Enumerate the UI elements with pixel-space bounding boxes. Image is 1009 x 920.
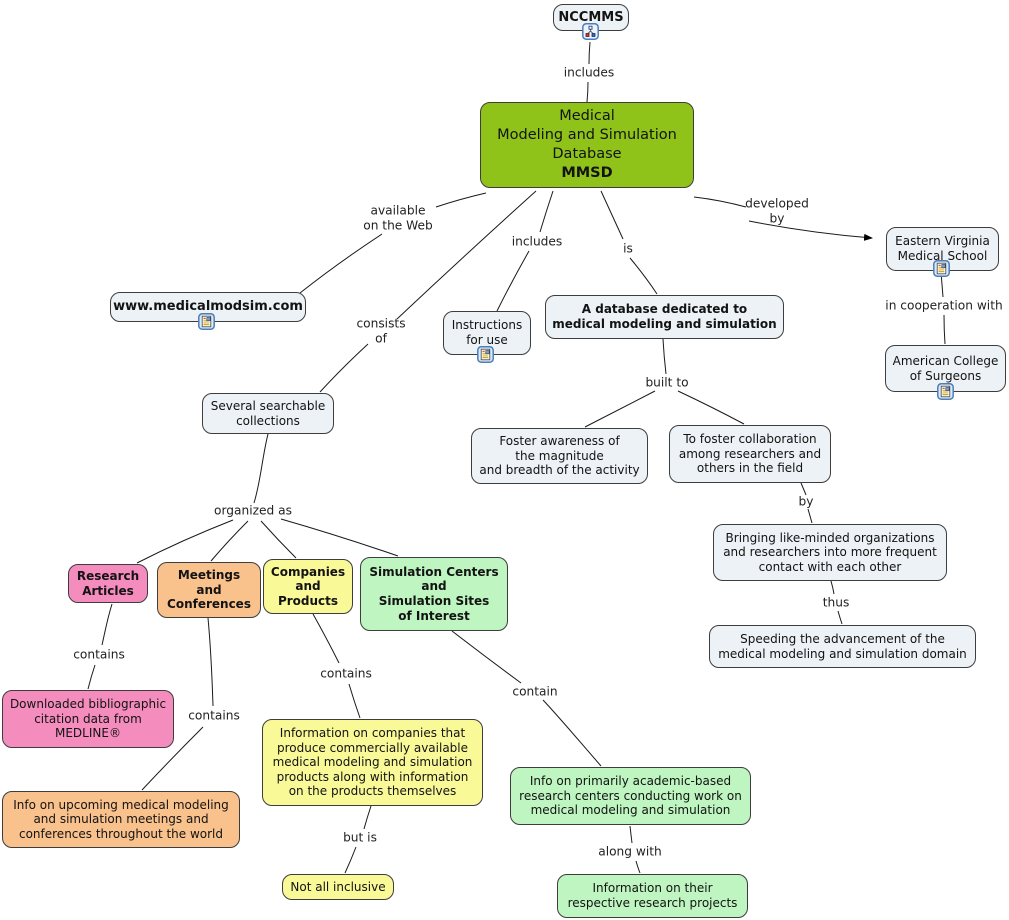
concept-mmsd-title: Medical Modeling and Simulation Database: [497, 107, 677, 162]
link-includes-mid[interactable]: includes: [511, 234, 563, 249]
edge-organized-meetings: [210, 520, 249, 562]
concept-collections[interactable]: Several searchable collections: [202, 393, 334, 434]
concept-mmsd[interactable]: Medical Modeling and Simulation Database…: [480, 102, 694, 188]
concept-companies-info[interactable]: Information on companies that produce co…: [262, 719, 483, 806]
edge-dbdedicated-builtto: [662, 338, 667, 375]
concept-medline[interactable]: Downloaded bibliographic citation data f…: [2, 690, 174, 748]
edge-meetings-contains: [207, 617, 214, 707]
edge-builtto-collaboration: [677, 390, 745, 425]
edge-bringing-thus: [830, 580, 835, 595]
concept-meetings[interactable]: Meetings and Conferences: [157, 562, 261, 618]
document-resource-icon[interactable]: [933, 260, 950, 277]
document-resource-icon[interactable]: [198, 313, 215, 330]
edge-mmsd-includes2: [539, 190, 554, 233]
concept-foster-collaboration[interactable]: To foster collaboration among researcher…: [669, 425, 831, 483]
edge-consists-collections: [319, 343, 369, 393]
edge-butis-notall: [344, 846, 357, 874]
edge-alongwith-projects: [635, 860, 641, 874]
concept-companies[interactable]: Companies and Products: [263, 559, 353, 614]
edge-includes2-instructions: [496, 250, 530, 312]
concept-foster-awareness[interactable]: Foster awareness of the magnitude and br…: [471, 428, 648, 484]
edge-companiesinfo-butis: [363, 805, 372, 830]
link-developed-by[interactable]: developed by: [745, 196, 809, 225]
edge-academic-alongwith: [629, 825, 633, 844]
concept-academic-centers[interactable]: Info on primarily academic-based researc…: [510, 767, 751, 825]
edge-developedby-evms: [748, 220, 873, 241]
link-consists-of[interactable]: consists of: [356, 316, 406, 345]
link-contains-articles[interactable]: contains: [73, 647, 125, 662]
edge-mmsd-is: [600, 190, 624, 240]
edge-organized-companies: [260, 520, 297, 559]
link-but-is[interactable]: but is: [343, 830, 377, 845]
edge-articles-contains: [101, 603, 113, 646]
concept-not-all-inclusive[interactable]: Not all inclusive: [282, 874, 394, 900]
link-includes-top[interactable]: includes: [563, 65, 615, 80]
link-built-to[interactable]: built to: [645, 375, 689, 390]
concept-research-articles[interactable]: Research Articles: [68, 564, 148, 603]
edge-organized-articles: [136, 519, 234, 564]
concept-speeding[interactable]: Speeding the advancement of the medical …: [709, 625, 976, 668]
concept-upcoming[interactable]: Info on upcoming medical modeling and si…: [2, 791, 240, 848]
edge-contains-medline: [87, 664, 96, 690]
edge-is-dbdedicated: [629, 257, 658, 295]
edge-collaboration-by: [800, 482, 807, 496]
link-contain-centers[interactable]: contain: [512, 684, 558, 699]
edge-incoop-acs: [943, 314, 946, 345]
edge-available-website: [299, 233, 383, 294]
link-by[interactable]: by: [798, 494, 814, 509]
link-along-with[interactable]: along with: [598, 844, 662, 859]
edge-includes-mmsd: [586, 81, 589, 103]
edge-companies-contains: [312, 613, 340, 664]
edge-mmsd-consists: [396, 190, 537, 320]
document-resource-icon[interactable]: [477, 346, 494, 363]
edge-by-bringing: [807, 508, 813, 524]
edge-contains-upcoming: [141, 726, 204, 791]
link-thus[interactable]: thus: [822, 595, 850, 610]
link-contains-meetings[interactable]: contains: [188, 708, 240, 723]
concept-map-icon[interactable]: [582, 23, 599, 40]
concept-mmsd-acronym: MMSD: [561, 165, 613, 182]
link-is[interactable]: is: [623, 241, 633, 256]
edge-organized-simcenters: [280, 518, 399, 557]
link-in-cooperation[interactable]: in cooperation with: [885, 298, 1003, 313]
concept-bringing[interactable]: Bringing like-minded organizations and r…: [713, 524, 947, 581]
edge-nccmms-includes: [588, 41, 591, 65]
edge-collections-organized: [253, 433, 269, 504]
concept-projects[interactable]: Information on their respective research…: [557, 874, 748, 918]
document-resource-icon[interactable]: [937, 383, 954, 400]
link-available-web[interactable]: available on the Web: [363, 203, 433, 232]
link-organized-as[interactable]: organized as: [214, 503, 292, 518]
edge-simcenters-contain: [451, 630, 522, 684]
edge-thus-speeding: [837, 610, 843, 625]
concept-db-dedicated[interactable]: A database dedicated to medical modeling…: [545, 295, 784, 339]
concept-sim-centers[interactable]: Simulation Centers and Simulation Sites …: [360, 557, 508, 631]
edge-mmsd-developedby: [693, 196, 747, 208]
edge-builtto-awareness: [584, 390, 656, 428]
edge-contains-companiesinfo: [348, 683, 361, 719]
edge-mmsd-available: [435, 192, 487, 208]
edge-contain-academic: [542, 699, 602, 767]
link-contains-companies[interactable]: contains: [320, 666, 372, 681]
